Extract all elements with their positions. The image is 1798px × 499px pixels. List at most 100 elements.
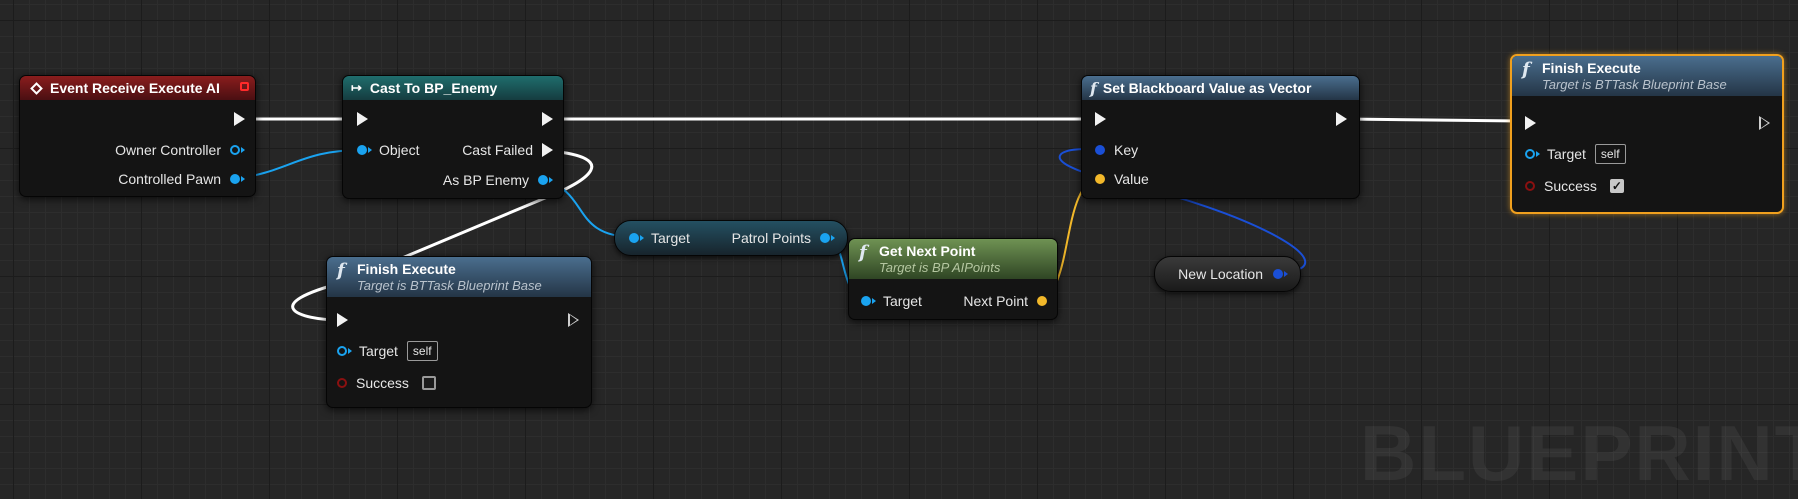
pin-arrow-icon [1536, 151, 1540, 157]
object-pin-icon [820, 233, 830, 243]
exec-pin-icon [542, 112, 553, 126]
get-next-point-target-pin[interactable]: Target [861, 293, 922, 309]
next-point-output-pin[interactable]: Next Point [963, 293, 1047, 309]
event-node-header[interactable]: Event Receive Execute AI [20, 76, 255, 100]
blackboard-value-pin[interactable]: Value [1095, 171, 1149, 187]
cast-to-bp-enemy-node[interactable]: ↦ Cast To BP_Enemy Object Cast Failed As… [342, 75, 564, 199]
finish-success-target-label: Target [1547, 146, 1586, 162]
pin-arrow-icon [872, 298, 876, 304]
new-location-variable-node[interactable]: New Location [1154, 256, 1301, 292]
vector-pin-icon [1037, 296, 1047, 306]
finish-failed-header[interactable]: f Finish Execute Target is BTTask Bluepr… [327, 257, 591, 297]
finish-failed-success-pin[interactable]: Success [337, 375, 436, 391]
exec-pin-icon [542, 143, 553, 157]
next-point-output-label: Next Point [963, 293, 1028, 309]
cast-failed-pin[interactable]: Cast Failed [462, 142, 553, 158]
blackboard-value-label: Value [1114, 171, 1149, 187]
exec-pin-icon [1759, 116, 1770, 130]
exec-pin-icon [1095, 112, 1106, 126]
hollow-object-pin-icon [337, 346, 347, 356]
object-pin-icon [861, 296, 871, 306]
finish-success-exec-in-pin[interactable] [1525, 116, 1536, 130]
finish-failed-exec-out-pin[interactable] [568, 313, 579, 327]
get-next-point-title: Get Next Point [879, 243, 976, 259]
red-square-icon [240, 82, 249, 91]
pin-arrow-icon [348, 348, 352, 354]
struct-pin-icon [1095, 145, 1105, 155]
function-icon: f [859, 242, 867, 263]
patrol-points-label: Patrol Points [731, 230, 811, 246]
patrol-target-label: Target [651, 230, 690, 246]
exec-pin-icon [568, 313, 579, 327]
blackboard-key-pin[interactable]: Key [1095, 142, 1138, 158]
success-checkbox-unchecked[interactable] [421, 376, 436, 390]
hollow-object-pin-icon [230, 145, 240, 155]
success-checkbox-checked[interactable]: ✓ [1609, 179, 1624, 193]
cast-object-pin[interactable]: Object [357, 142, 419, 158]
patrol-points-getter-node[interactable]: Target Patrol Points [614, 220, 848, 256]
finish-failed-target-label: Target [359, 343, 398, 359]
finish-execute-success-node[interactable]: f Finish Execute Target is BTTask Bluepr… [1510, 54, 1784, 214]
set-blackboard-value-node[interactable]: f Set Blackboard Value as Vector Key Val… [1081, 75, 1360, 199]
event-receive-execute-ai-node[interactable]: Event Receive Execute AI Owner Controlle… [19, 75, 256, 197]
object-pin-icon [629, 233, 639, 243]
owner-controller-pin[interactable]: Owner Controller [115, 142, 245, 158]
finish-failed-target-pin[interactable]: Target self [337, 341, 438, 361]
owner-controller-label: Owner Controller [115, 142, 221, 158]
pin-arrow-icon [640, 235, 644, 241]
cast-object-label: Object [379, 142, 420, 158]
hollow-bool-pin-icon [337, 378, 347, 388]
new-location-label: New Location [1178, 266, 1263, 282]
controlled-pawn-pin[interactable]: Controlled Pawn [118, 171, 245, 187]
set-blackboard-title: Set Blackboard Value as Vector [1102, 80, 1312, 96]
event-exec-out-pin[interactable] [234, 112, 245, 126]
finish-success-subtitle: Target is BTTask Blueprint Base [1542, 77, 1727, 92]
pin-arrow-icon [241, 147, 245, 153]
target-self-default: self [1594, 144, 1626, 164]
set-blackboard-exec-in-pin[interactable] [1095, 112, 1106, 126]
exec-pin-icon [1525, 116, 1536, 130]
as-bp-enemy-label: As BP Enemy [442, 172, 529, 188]
finish-success-exec-out-pin[interactable] [1759, 116, 1770, 130]
object-pin-icon [357, 145, 367, 155]
finish-success-target-pin[interactable]: Target self [1525, 144, 1626, 164]
get-next-point-target-label: Target [883, 293, 922, 309]
controlled-pawn-label: Controlled Pawn [118, 171, 221, 187]
finish-success-title: Finish Execute [1542, 60, 1641, 76]
finish-failed-title: Finish Execute [357, 261, 456, 277]
cast-exec-out-pin[interactable] [542, 112, 553, 126]
set-blackboard-exec-out-pin[interactable] [1336, 112, 1347, 126]
cast-exec-in-pin[interactable] [357, 112, 368, 126]
finish-success-header[interactable]: f Finish Execute Target is BTTask Bluepr… [1512, 56, 1782, 96]
cast-node-title: Cast To BP_Enemy [369, 80, 498, 96]
as-bp-enemy-pin[interactable]: As BP Enemy [443, 172, 553, 188]
finish-execute-failed-node[interactable]: f Finish Execute Target is BTTask Bluepr… [326, 256, 592, 408]
vector-pin-icon [1095, 174, 1105, 184]
exec-pin-icon [337, 313, 348, 327]
pin-arrow-icon [831, 235, 835, 241]
finish-success-success-pin[interactable]: Success ✓ [1525, 178, 1624, 194]
finish-failed-subtitle: Target is BTTask Blueprint Base [357, 278, 542, 293]
get-next-point-header[interactable]: f Get Next Point Target is BP AIPoints [849, 239, 1057, 279]
pin-arrow-icon [241, 176, 245, 182]
object-pin-icon [538, 175, 548, 185]
event-node-title: Event Receive Execute AI [50, 80, 220, 96]
function-icon: f [337, 260, 345, 281]
function-icon: f [1522, 59, 1530, 80]
finish-success-success-label: Success [1544, 178, 1597, 194]
get-next-point-node[interactable]: f Get Next Point Target is BP AIPoints T… [848, 238, 1058, 320]
get-next-point-subtitle: Target is BP AIPoints [879, 260, 1001, 275]
target-self-default: self [406, 341, 438, 361]
exec-pin-icon [357, 112, 368, 126]
finish-failed-success-label: Success [356, 375, 409, 391]
exec-wire-setbb-to-finish [1345, 117, 1521, 123]
cast-node-header[interactable]: ↦ Cast To BP_Enemy [343, 76, 563, 100]
finish-failed-exec-in-pin[interactable] [337, 313, 348, 327]
hollow-object-pin-icon [1525, 149, 1535, 159]
hollow-bool-pin-icon [1525, 181, 1535, 191]
pin-arrow-icon [368, 147, 372, 153]
cast-failed-label: Cast Failed [462, 142, 533, 158]
blackboard-key-label: Key [1114, 142, 1139, 158]
set-blackboard-header[interactable]: f Set Blackboard Value as Vector [1082, 76, 1359, 100]
